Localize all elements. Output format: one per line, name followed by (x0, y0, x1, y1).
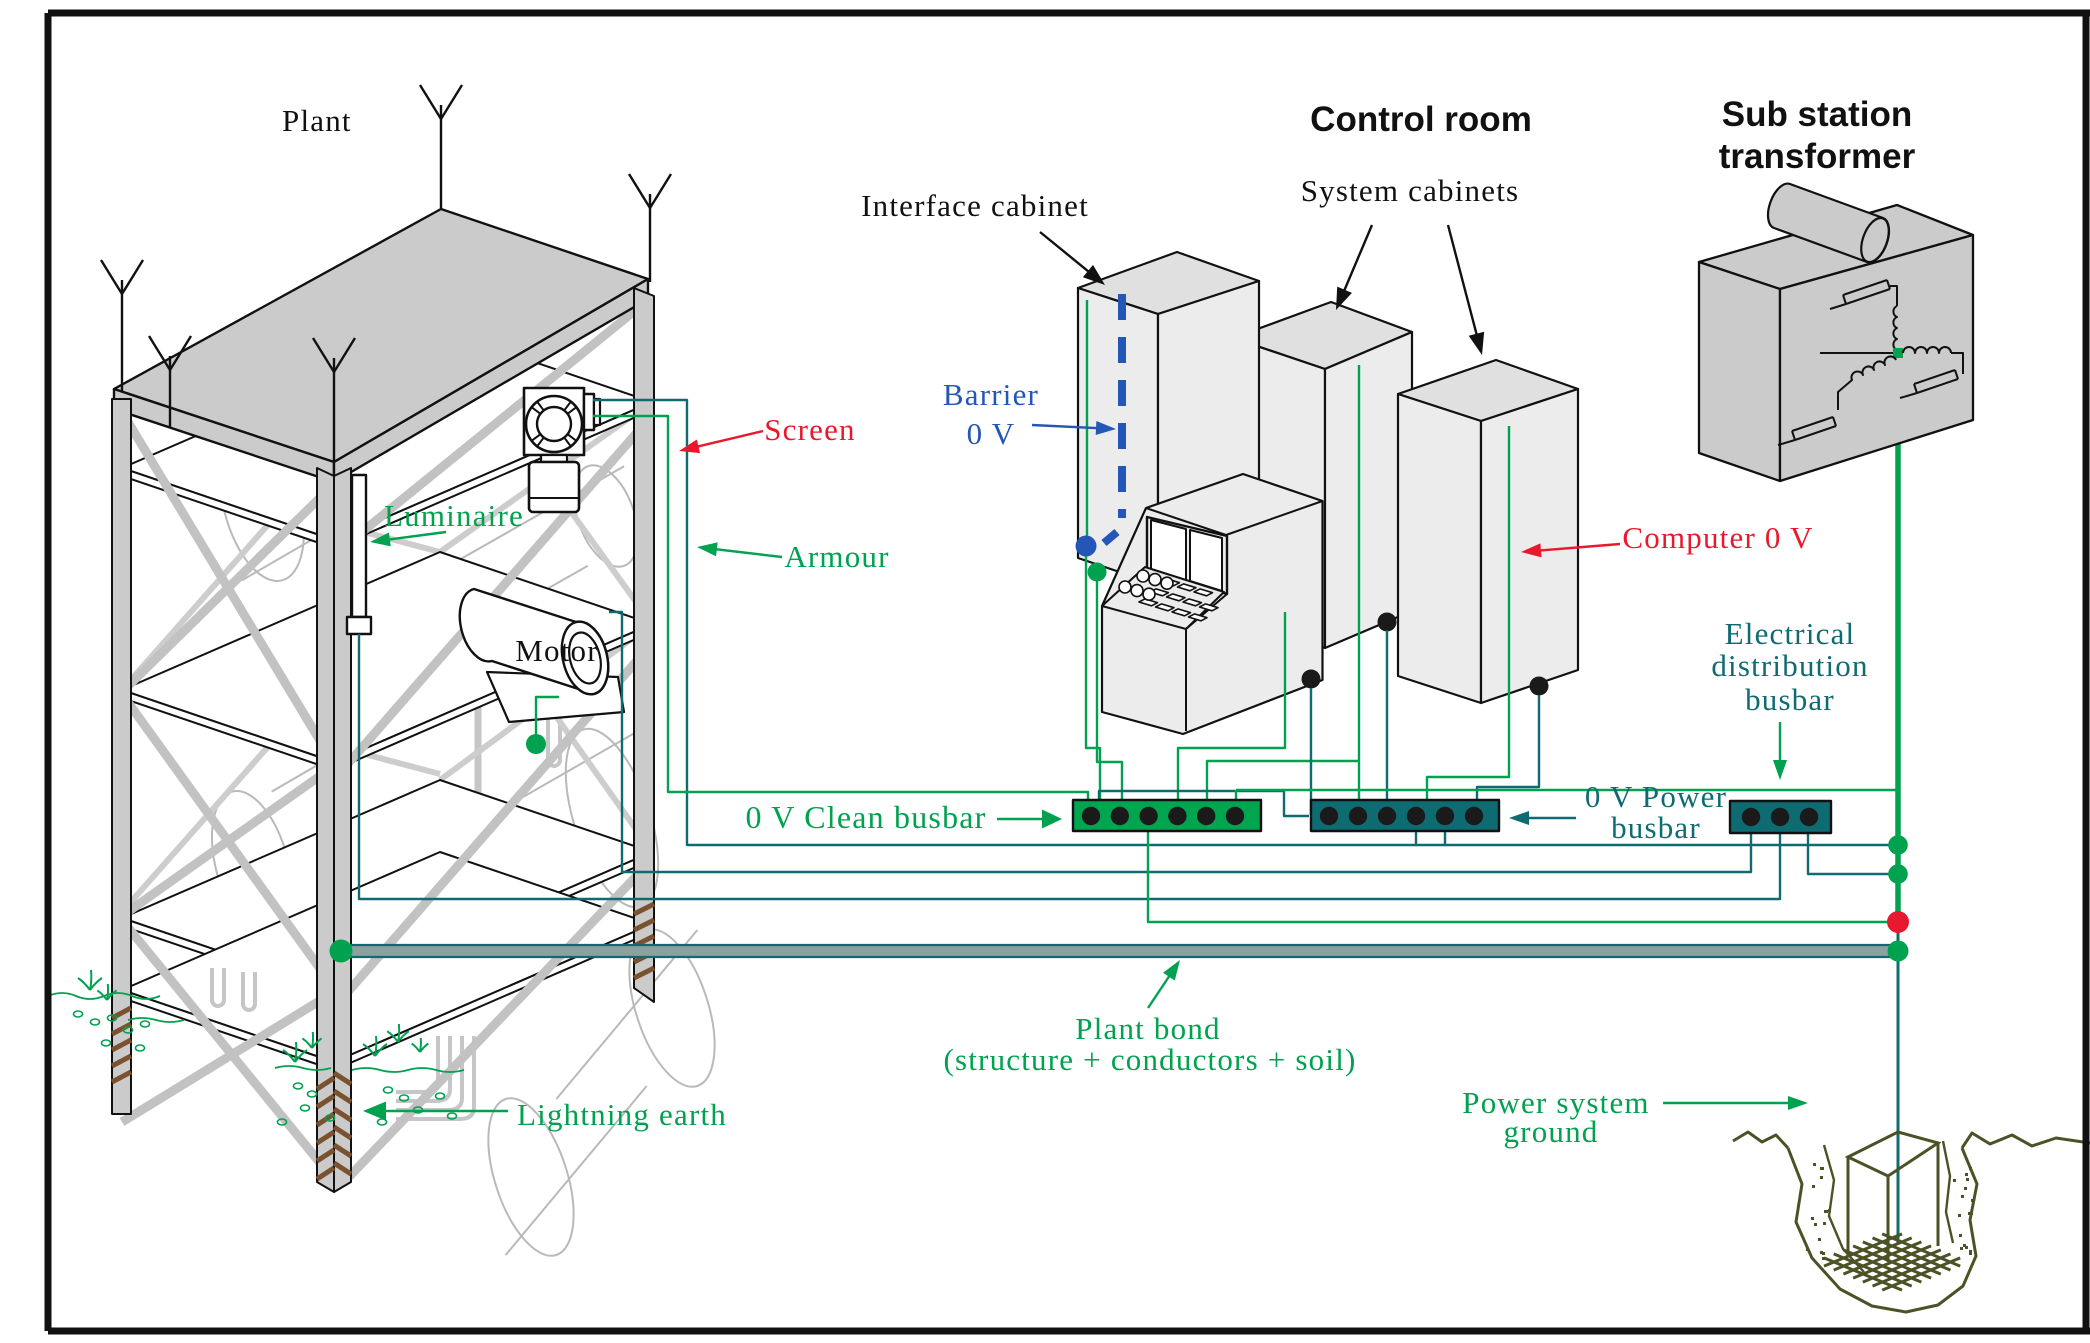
svg-text:Electrical: Electrical (1725, 616, 1856, 651)
svg-text:Plant bond: Plant bond (1075, 1011, 1220, 1046)
svg-text:Plant: Plant (282, 103, 352, 138)
svg-text:Lightning earth: Lightning earth (517, 1097, 727, 1132)
svg-text:Luminaire: Luminaire (384, 498, 524, 533)
svg-text:Barrier: Barrier (943, 377, 1039, 412)
svg-text:Computer 0 V: Computer 0 V (1622, 520, 1813, 555)
svg-text:0 V Power: 0 V Power (1585, 779, 1727, 814)
svg-text:transformer: transformer (1719, 137, 1916, 176)
svg-text:Control room: Control room (1310, 100, 1532, 139)
svg-text:busbar: busbar (1611, 810, 1701, 845)
svg-text:Power system: Power system (1462, 1085, 1649, 1120)
svg-text:distribution: distribution (1711, 648, 1868, 683)
svg-text:(structure + conductors + soil: (structure + conductors + soil) (943, 1042, 1356, 1077)
svg-text:Sub station: Sub station (1722, 95, 1913, 134)
svg-text:System cabinets: System cabinets (1301, 173, 1520, 208)
svg-text:Motor: Motor (515, 633, 599, 668)
svg-text:Interface cabinet: Interface cabinet (861, 188, 1089, 223)
svg-text:0 V: 0 V (967, 416, 1016, 451)
svg-text:0 V Clean busbar: 0 V Clean busbar (745, 799, 986, 835)
svg-text:Screen: Screen (764, 412, 856, 447)
svg-text:busbar: busbar (1745, 682, 1835, 717)
svg-text:ground: ground (1503, 1114, 1598, 1149)
svg-text:Armour: Armour (784, 539, 889, 574)
